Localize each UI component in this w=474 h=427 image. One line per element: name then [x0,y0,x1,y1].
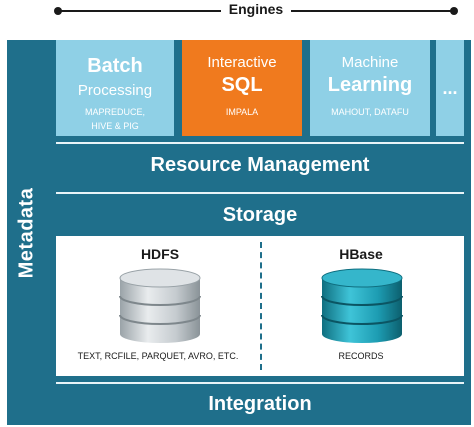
hbase-title: HBase [339,246,383,262]
storage-layer: Storage [56,192,464,236]
header-right-dot [450,7,458,15]
hdfs-caption: TEXT, RCFILE, PARQUET, AVRO, ETC. [77,351,239,361]
engine-interactive-sql: Interactive SQL IMPALA [182,40,302,136]
engine-more-ellipsis: ... [442,78,458,98]
engine-machine-learning: Machine Learning MAHOUT, DATAFU [310,40,430,136]
engine-more: ... [436,40,464,136]
storage-divider [260,242,262,370]
engine-batch-subtitle: Processing [77,82,153,99]
metadata-label: Metadata [15,187,38,278]
integration-layer: Integration [56,382,464,424]
engine-ml-subtitle: Learning [327,74,413,96]
engine-batch-title: Batch [87,55,143,77]
engine-batch-tools-1: MAPREDUCE, [84,107,145,117]
database-icon [321,268,403,343]
resource-management-layer: Resource Management [56,142,464,186]
storage-label: Storage [222,204,298,226]
engine-ml-tools: MAHOUT, DATAFU [331,107,409,117]
integration-label: Integration [208,393,312,415]
engine-sql-title: Interactive [207,54,277,71]
database-icon [119,268,201,343]
engine-batch-tools-2: HIVE & PIG [91,121,139,131]
metadata-sidebar: Metadata [7,40,47,425]
hdfs-title: HDFS [140,246,180,262]
engine-batch-processing: Batch Processing MAPREDUCE, HIVE & PIG [56,40,174,136]
engine-sql-subtitle: SQL [221,74,263,96]
engine-sql-tools: IMPALA [225,107,259,117]
hbase-caption: RECORDS [338,351,384,361]
engines-header: Engines [54,1,458,19]
engines-title: Engines [54,1,458,17]
resource-management-label: Resource Management [150,154,370,176]
engine-ml-title: Machine [341,54,399,71]
